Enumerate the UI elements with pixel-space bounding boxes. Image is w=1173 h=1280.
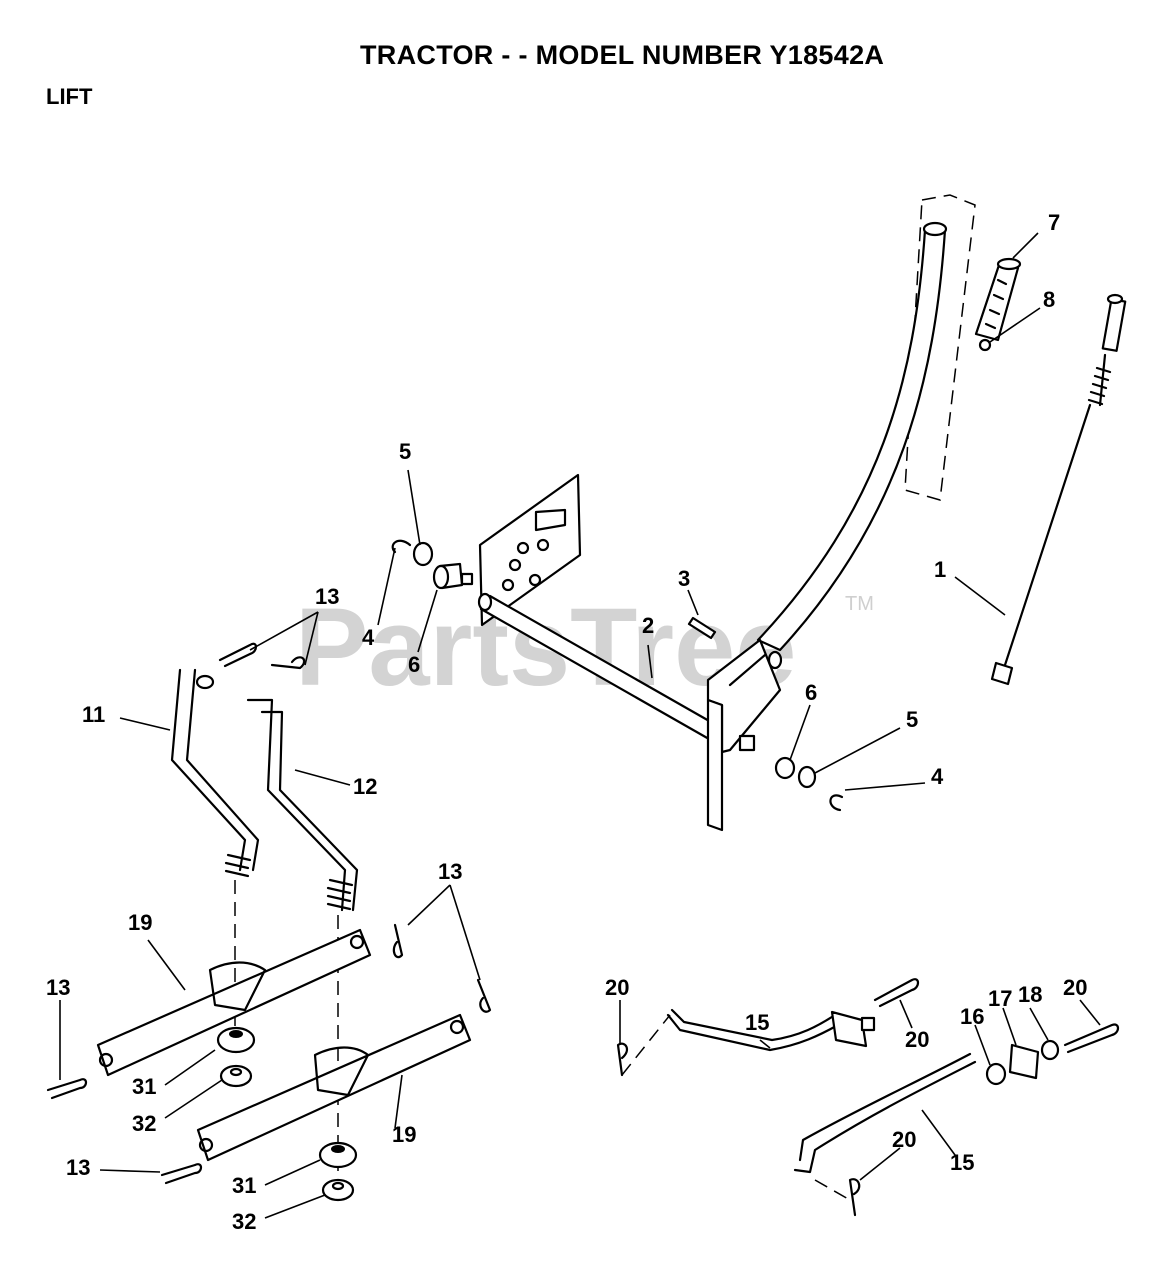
- callout-19-upper: 19: [128, 910, 152, 935]
- lift-handle-tube: [756, 221, 948, 652]
- callout-13-left: 13: [46, 975, 70, 1000]
- lift-cable-rod: [990, 293, 1127, 686]
- right-bushing: [738, 734, 796, 780]
- trunnion-block: [1008, 1039, 1060, 1080]
- callout-31-upper: 31: [132, 1074, 156, 1099]
- right-washer: [797, 765, 817, 789]
- hair-pin-13: [46, 1078, 88, 1100]
- callout-1: 1: [934, 557, 946, 582]
- diagram-title: TRACTOR - - MODEL NUMBER Y18542A: [360, 40, 885, 70]
- leader-lines: [59, 232, 1101, 1219]
- hair-pin-13: [160, 1163, 203, 1185]
- callout-17: 17: [988, 986, 1012, 1011]
- grip-cap: [978, 338, 992, 352]
- bushing-31-lower: [318, 1141, 358, 1169]
- callout-11: 11: [82, 702, 105, 727]
- callout-15-upper: 15: [745, 1010, 769, 1035]
- hair-pin-13: [392, 923, 404, 959]
- shaft-arm-bracket: [706, 638, 783, 832]
- callout-5-right: 5: [906, 707, 918, 732]
- callout-20-mid: 20: [905, 1027, 929, 1052]
- callout-20-left: 20: [605, 975, 629, 1000]
- callout-16: 16: [960, 1004, 984, 1029]
- callout-2: 2: [642, 613, 654, 638]
- grip-position-outline: [904, 194, 976, 501]
- hair-pin-20: [616, 1042, 629, 1077]
- lift-link-right: [246, 698, 359, 912]
- hair-pin-20: [848, 1178, 861, 1217]
- deck-rod-upper: [666, 1008, 876, 1052]
- callout-19-lower: 19: [392, 1122, 416, 1147]
- watermark-trademark: TM: [845, 593, 874, 615]
- callout-18: 18: [1018, 982, 1042, 1007]
- callout-13-bottom: 13: [66, 1155, 90, 1180]
- handle-grip: [974, 257, 1022, 342]
- left-bushing: [432, 562, 474, 590]
- callout-8: 8: [1043, 287, 1055, 312]
- hair-pin-13: [218, 642, 258, 668]
- nut-32-lower: [321, 1178, 355, 1202]
- callout-20-bottom: 20: [892, 1127, 916, 1152]
- lift-arm-lower: [196, 1013, 472, 1162]
- callout-3: 3: [678, 566, 690, 591]
- bushing-31-upper: [216, 1026, 256, 1054]
- callout-6-left: 6: [408, 652, 420, 677]
- callout-4-right: 4: [931, 764, 944, 789]
- hair-pin-20: [1063, 1023, 1120, 1054]
- callout-7: 7: [1048, 210, 1060, 235]
- callout-12: 12: [353, 774, 377, 799]
- callout-6-right: 6: [805, 680, 817, 705]
- section-label: LIFT: [46, 84, 93, 109]
- nut-32-upper: [219, 1064, 253, 1088]
- key: [687, 616, 717, 640]
- rod-alignment-line-2: [814, 1179, 851, 1201]
- callout-32-lower: 32: [232, 1209, 256, 1234]
- rod-alignment-line-1: [621, 1014, 671, 1076]
- callout-32-upper: 32: [132, 1111, 156, 1136]
- callout-15-lower: 15: [950, 1150, 974, 1175]
- hair-pin-13: [270, 656, 306, 670]
- callout-4-left: 4: [362, 625, 375, 650]
- callout-20-right: 20: [1063, 975, 1087, 1000]
- callout-5-left: 5: [399, 439, 411, 464]
- hair-pin-13: [476, 978, 492, 1013]
- deck-rod-lower: [793, 1052, 1007, 1174]
- callout-13-top: 13: [315, 584, 339, 609]
- lift-link-left: [170, 668, 260, 878]
- hair-pin-20: [873, 978, 920, 1008]
- callout-13-mid: 13: [438, 859, 462, 884]
- right-e-clip: [829, 794, 844, 812]
- callout-31-lower: 31: [232, 1173, 256, 1198]
- left-washer: [412, 541, 434, 567]
- lift-arm-upper: [96, 928, 372, 1077]
